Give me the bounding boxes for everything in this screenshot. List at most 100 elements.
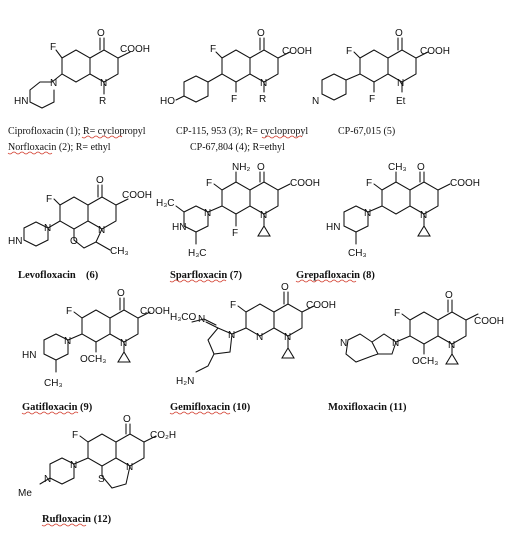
atom-label: N	[44, 223, 51, 234]
atom-label: CO₂H	[150, 430, 176, 441]
structure-grepafloxacin: CH₃ O COOH F N HN CH₃ N	[326, 162, 480, 259]
atom-label: COOH	[282, 46, 312, 57]
caption-grepafloxacin: Grepafloxacin (8)	[296, 270, 375, 281]
structure-sparfloxacin: NH₂ O COOH F N F H₃C HN H₃C N	[156, 162, 320, 259]
caption-rufloxacin: Rufloxacin (12)	[42, 514, 112, 525]
atom-label: O	[257, 162, 265, 173]
atom-label: N	[420, 210, 427, 221]
atom-label: OCH₃	[80, 354, 106, 365]
atom-label: F	[210, 44, 216, 55]
atom-label: F	[50, 42, 56, 53]
atom-label: N	[256, 332, 263, 343]
caption-cp-67804: CP-67,804 (4); R=ethyl	[190, 142, 285, 153]
atom-label: COOH	[290, 178, 320, 189]
atom-label: F	[232, 228, 238, 239]
structure-ciprofloxacin: F O COOH N R HN N	[14, 28, 150, 109]
atom-label: N	[340, 338, 347, 349]
atom-label: COOH	[140, 306, 170, 317]
atom-label: COOH	[474, 316, 504, 327]
atom-label: N	[260, 210, 267, 221]
caption-cp-115953: CP-115, 953 (3); R= cyclopropyl	[176, 126, 308, 137]
atom-label: O	[70, 236, 78, 247]
atom-label: N	[397, 78, 404, 89]
caption-moxifloxacin: Moxifloxacin (11)	[328, 402, 407, 413]
atom-label: N	[98, 225, 105, 236]
atom-label: N	[364, 208, 371, 219]
atom-label: O	[395, 28, 403, 39]
atom-label: O	[281, 282, 289, 293]
atom-label: H₂N	[176, 376, 194, 387]
atom-label: N	[120, 338, 127, 349]
atom-label: F	[366, 178, 372, 189]
atom-label: H₃CO	[170, 312, 197, 323]
atom-label: F	[231, 94, 237, 105]
structure-moxifloxacin: F O COOH N OCH₃ N N	[340, 290, 504, 367]
atom-label: N	[284, 332, 291, 343]
atom-label: N	[198, 314, 205, 325]
atom-label: N	[228, 330, 235, 341]
caption-gatifloxacin: Gatifloxacin (9)	[22, 402, 93, 413]
atom-label: N	[204, 208, 211, 219]
atom-label: COOH	[122, 190, 152, 201]
atom-label: N	[50, 78, 57, 89]
atom-label: O	[123, 414, 131, 425]
atom-label: O	[117, 288, 125, 299]
atom-label: N	[392, 338, 399, 349]
atom-label: N	[260, 78, 267, 89]
atom-label: HN	[326, 222, 340, 233]
structure-gatifloxacin: F O COOH N OCH₃ HN CH₃ N	[22, 288, 170, 389]
atom-label: O	[257, 28, 265, 39]
atom-label: COOH	[450, 178, 480, 189]
atom-label: Et	[396, 96, 406, 107]
atom-label: N	[312, 96, 319, 107]
atom-label: CH₃	[388, 162, 407, 173]
atom-label: Me	[18, 488, 32, 499]
atom-label: CH₃	[110, 246, 129, 257]
caption-norfloxacin: Norfloxacin (2); R= ethyl	[8, 142, 111, 153]
atom-label: O	[417, 162, 425, 173]
structure-cp-115953: F O COOH N R F HO	[160, 28, 312, 107]
atom-label: S	[98, 474, 105, 485]
atom-label: HN	[8, 236, 22, 247]
structure-levofloxacin: F O COOH N O CH₃ HN N	[8, 175, 152, 257]
caption-levofloxacin: Levofloxacin	[18, 270, 76, 281]
atom-label: COOH	[306, 300, 336, 311]
caption-ciprofloxacin: Ciprofloxacin (1); R= cyclopropyl	[8, 126, 146, 137]
structure-cp-67015: F O COOH N Et F N	[312, 28, 450, 107]
atom-label: N	[64, 336, 71, 347]
atom-label: HN	[22, 350, 36, 361]
atom-label: O	[445, 290, 453, 301]
atom-label: N	[44, 474, 51, 485]
atom-label: COOH	[120, 44, 150, 55]
caption-sparfloxacin: Sparfloxacin (7)	[170, 270, 243, 281]
atom-label: N	[100, 78, 107, 89]
atom-label: COOH	[420, 46, 450, 57]
atom-label: F	[206, 178, 212, 189]
structure-gemifloxacin: F O COOH N N N H₃CO N H₂N	[170, 282, 336, 387]
caption-gemifloxacin: Gemifloxacin (10)	[170, 402, 251, 413]
atom-label: HN	[14, 96, 28, 107]
atom-label: HO	[160, 96, 175, 107]
atom-label: F	[66, 306, 72, 317]
atom-label: HN	[172, 222, 186, 233]
atom-label: NH₂	[232, 162, 250, 173]
structure-rufloxacin: F O CO₂H N S N N Me	[18, 414, 176, 499]
atom-label: F	[72, 430, 78, 441]
atom-label: H₃C	[188, 248, 207, 259]
atom-label: F	[346, 46, 352, 57]
atom-label: R	[99, 96, 106, 107]
atom-label: N	[70, 460, 77, 471]
caption-cp-67015: CP-67,015 (5)	[338, 126, 395, 137]
atom-label: R	[259, 94, 266, 105]
atom-label: N	[126, 462, 133, 473]
atom-label: O	[96, 175, 104, 186]
atom-label: H₃C	[156, 198, 175, 209]
caption-levofloxacin-number: (6)	[86, 270, 99, 281]
atom-label: O	[97, 28, 105, 39]
atom-label: F	[394, 308, 400, 319]
atom-label: CH₃	[348, 248, 367, 259]
atom-label: F	[46, 194, 52, 205]
atom-label: F	[230, 300, 236, 311]
atom-label: OCH₃	[412, 356, 438, 367]
